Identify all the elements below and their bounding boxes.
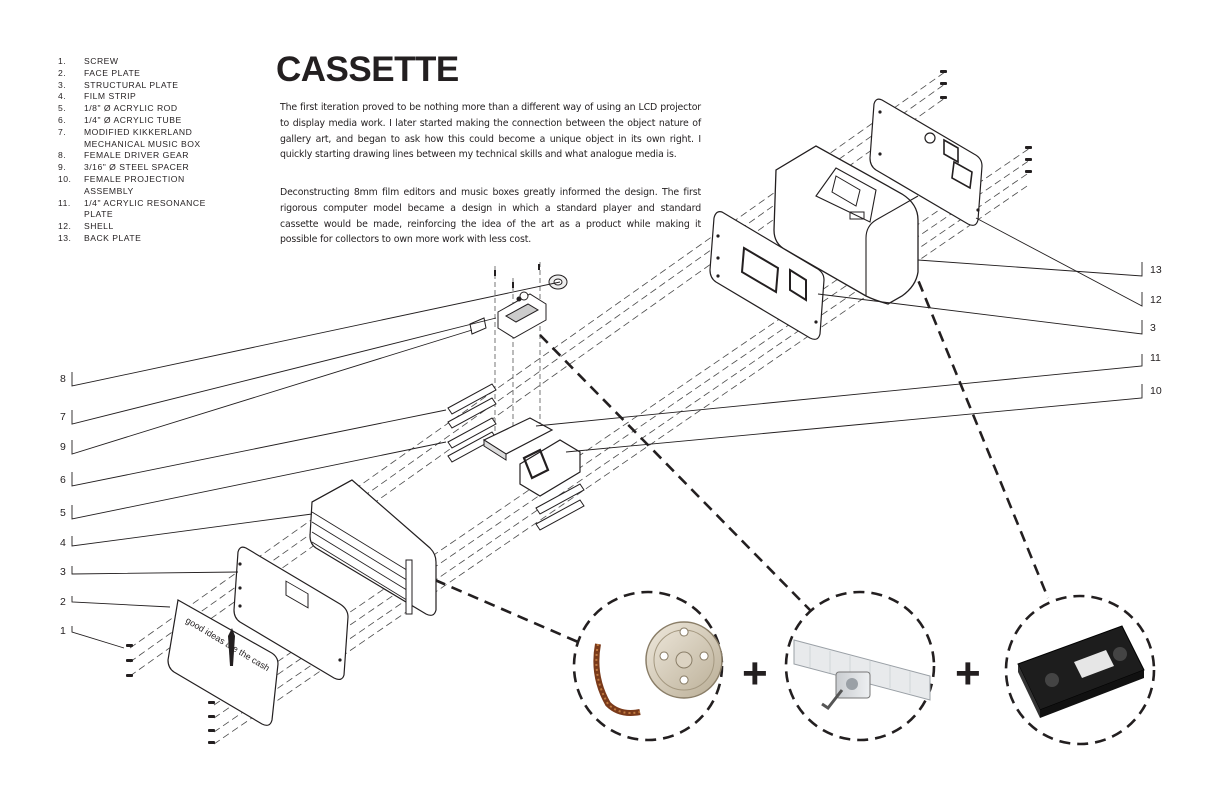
- legend-item: 4. FILM STRIP: [58, 91, 224, 103]
- callout-left-3: 3: [60, 566, 66, 578]
- film-reel-icon: [593, 621, 723, 716]
- plus-sign-2: +: [955, 649, 981, 698]
- legend-item-label: FEMALE PROJECTION ASSEMBLY: [84, 173, 185, 196]
- design-paragraph: Deconstructing 8mm film editors and musi…: [280, 187, 701, 246]
- callout-right-12: 12: [1150, 294, 1162, 306]
- shell: [773, 145, 919, 305]
- callout-right-13: 13: [1150, 264, 1162, 276]
- legend-item-number: 5.: [58, 103, 67, 114]
- legend-item: 10. FEMALE PROJECTION ASSEMBLY: [58, 174, 224, 198]
- legend-item-label: FILM STRIP: [84, 91, 137, 102]
- legend-item: 8. FEMALE DRIVER GEAR: [58, 150, 224, 162]
- legend-item-label: FEMALE DRIVER GEAR: [84, 150, 189, 161]
- legend-item: 3. STRUCTURAL PLATE: [58, 80, 224, 92]
- legend-item-label: SCREW: [84, 56, 119, 66]
- legend-item: 2. FACE PLATE: [58, 68, 224, 80]
- callout-left-4: 4: [60, 537, 66, 549]
- resonance-plate: [482, 417, 554, 461]
- callout-left-9: 9: [60, 441, 66, 453]
- callout-left-6: 6: [60, 474, 66, 486]
- legend-item-label: STRUCTURAL PLATE: [84, 79, 179, 90]
- left-leader-lines: [71, 281, 561, 649]
- callout-left-8: 8: [60, 373, 66, 385]
- legend-item-label: FACE PLATE: [84, 67, 141, 78]
- legend-item-label: 1/8" Ø ACRYLIC ROD: [84, 103, 178, 114]
- legend-item-number: 7.: [58, 126, 67, 137]
- legend-item-number: 8.: [58, 150, 67, 161]
- callout-left-2: 2: [60, 596, 66, 608]
- callout-right-10: 10: [1150, 385, 1162, 397]
- legend-item-label: 1/4" ACRYLIC RESONANCE PLATE: [84, 197, 206, 220]
- callout-left-1: 1: [60, 625, 66, 637]
- legend-item-number: 12.: [58, 221, 72, 232]
- legend-item-number: 3.: [58, 79, 67, 90]
- music-box-mechanism: [469, 264, 568, 339]
- parts-legend: 1. SCREW 2. FACE PLATE 3. STRUCTURAL PLATE 4. F…: [58, 56, 224, 245]
- legend-item-number: 9.: [58, 162, 67, 173]
- legend-item: 6. 1/4" Ø ACRYLIC TUBE: [58, 115, 224, 127]
- legend-item: 1. SCREW: [58, 56, 224, 68]
- callout-left-7: 7: [60, 411, 66, 423]
- projection-assembly: [519, 439, 581, 497]
- legend-item: 12. SHELL: [58, 221, 224, 233]
- legend-item-label: BACK PLATE: [84, 232, 142, 243]
- legend-item: 9. 3/16" Ø STEEL SPACER: [58, 162, 224, 174]
- legend-item-number: 6.: [58, 114, 67, 125]
- callout-left-5: 5: [60, 507, 66, 519]
- structural-plate-back: [709, 211, 825, 340]
- music-box-icon: [793, 639, 931, 711]
- structural-plate-front: [233, 546, 349, 681]
- page-title: CASSETTE: [276, 50, 459, 89]
- film-cassette-body: [309, 479, 437, 616]
- legend-item-number: 10.: [58, 173, 72, 184]
- plus-sign-1: +: [742, 649, 768, 698]
- photo-connector-lines: [434, 247, 1050, 647]
- photo-music-box: [784, 590, 936, 742]
- vhs-cassette-icon: [1017, 625, 1145, 718]
- legend-item-number: 1.: [58, 56, 67, 66]
- screws-front: [126, 644, 215, 744]
- callout-right-11: 11: [1150, 352, 1161, 364]
- screws-back: [940, 70, 1032, 173]
- intro-paragraph: The first iteration proved to be nothing…: [280, 102, 701, 161]
- callout-right-3: 3: [1150, 322, 1156, 334]
- legend-item-number: 4.: [58, 91, 67, 102]
- legend-item-number: 11.: [58, 197, 71, 208]
- legend-item: 11. 1/4" ACRYLIC RESONANCE PLATE: [58, 198, 224, 222]
- photo-film-reel: [572, 590, 724, 742]
- legend-item: 7. MODIFIED KIKKERLAND MECHANICAL MUSIC B…: [58, 127, 224, 151]
- legend-item-number: 13.: [58, 232, 72, 243]
- legend-item-label: 3/16" Ø STEEL SPACER: [84, 162, 190, 173]
- photo-vhs: [1004, 594, 1156, 746]
- legend-item: 13. BACK PLATE: [58, 233, 224, 245]
- legend-item-label: SHELL: [84, 221, 114, 232]
- legend-item: 5. 1/8" Ø ACRYLIC ROD: [58, 103, 224, 115]
- right-leader-lines: [535, 217, 1143, 453]
- legend-item-number: 2.: [58, 67, 67, 78]
- legend-item-label: MODIFIED KIKKERLAND MECHANICAL MUSIC BOX: [84, 126, 201, 149]
- legend-item-label: 1/4" Ø ACRYLIC TUBE: [84, 114, 182, 125]
- back-plate: [869, 98, 983, 226]
